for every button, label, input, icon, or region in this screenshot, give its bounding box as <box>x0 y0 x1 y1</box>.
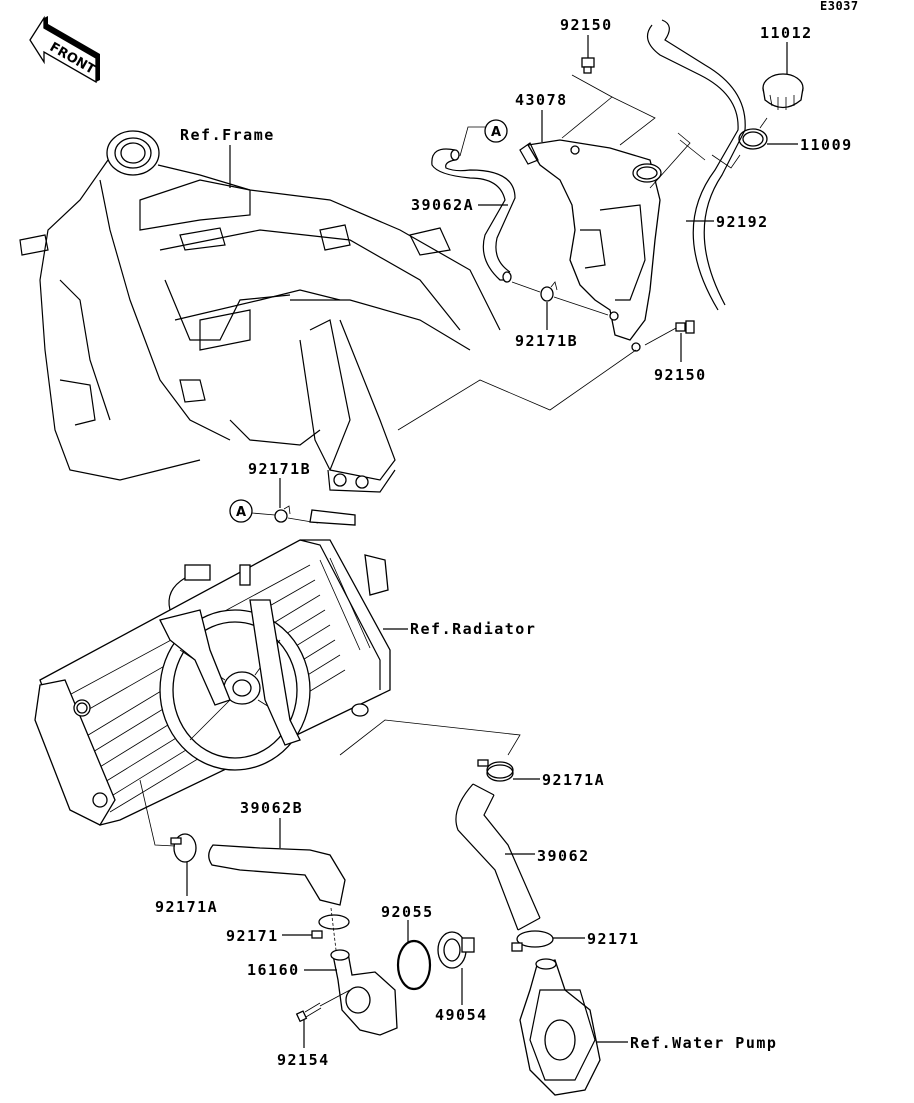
hose-clamp-icon <box>274 505 291 523</box>
hose-clamp-icon <box>311 914 350 939</box>
part-label-49054: 49054 <box>435 1006 488 1024</box>
frame-illustration <box>19 130 501 493</box>
part-label-92171a-right: 92171A <box>542 771 605 789</box>
part-label-92171-left: 92171 <box>226 927 279 945</box>
hose-clamp-icon <box>170 833 197 863</box>
overflow-hose <box>646 19 746 311</box>
o-ring-icon <box>396 939 432 991</box>
bolt-icon <box>581 57 595 74</box>
ref-frame-label: Ref.Frame <box>180 126 275 144</box>
reserve-tank <box>519 139 662 352</box>
ref-water-pump-label: Ref.Water Pump <box>630 1034 777 1052</box>
part-label-92150-top: 92150 <box>560 16 613 34</box>
hose-39062 <box>455 783 541 931</box>
radiator-cap-icon <box>762 73 804 110</box>
part-label-39062: 39062 <box>537 847 590 865</box>
bolt-icon <box>675 320 695 334</box>
part-label-92192: 92192 <box>716 213 769 231</box>
part-label-92171a-left: 92171A <box>155 898 218 916</box>
thermostat-housing-icon <box>330 949 398 1036</box>
hose-clamp-icon <box>511 930 554 952</box>
cap-gasket-icon <box>738 128 768 150</box>
part-label-43078: 43078 <box>515 91 568 109</box>
part-label-92055: 92055 <box>381 903 434 921</box>
part-label-16160: 16160 <box>247 961 300 979</box>
hose-39062a <box>431 148 516 283</box>
svg-text:A: A <box>491 125 501 140</box>
thermostat-icon <box>437 931 475 969</box>
part-label-92171b-radiator: 92171B <box>248 460 311 478</box>
svg-text:A: A <box>236 505 246 520</box>
part-label-92150-tank: 92150 <box>654 366 707 384</box>
front-arrow-icon: FRONT <box>29 15 100 84</box>
part-label-39062a: 39062A <box>411 196 474 214</box>
part-label-11009: 11009 <box>800 136 853 154</box>
connector-marker-a-radiator: A <box>229 499 253 523</box>
part-label-92171b-top: 92171B <box>515 332 578 350</box>
part-label-39062b: 39062B <box>240 799 303 817</box>
part-label-92154: 92154 <box>277 1051 330 1069</box>
radiator-illustration <box>34 509 391 826</box>
hose-39062b <box>208 844 346 906</box>
hose-clamp-icon <box>540 281 558 302</box>
part-label-11012: 11012 <box>760 24 813 42</box>
bolt-icon <box>295 1002 322 1023</box>
diagram-code: E3037 <box>820 0 859 13</box>
connector-marker-a-top: A <box>484 119 508 143</box>
part-label-92171-right: 92171 <box>587 930 640 948</box>
water-pump-illustration <box>519 958 601 1096</box>
hose-clamp-icon <box>477 759 514 782</box>
ref-radiator-label: Ref.Radiator <box>410 620 536 638</box>
